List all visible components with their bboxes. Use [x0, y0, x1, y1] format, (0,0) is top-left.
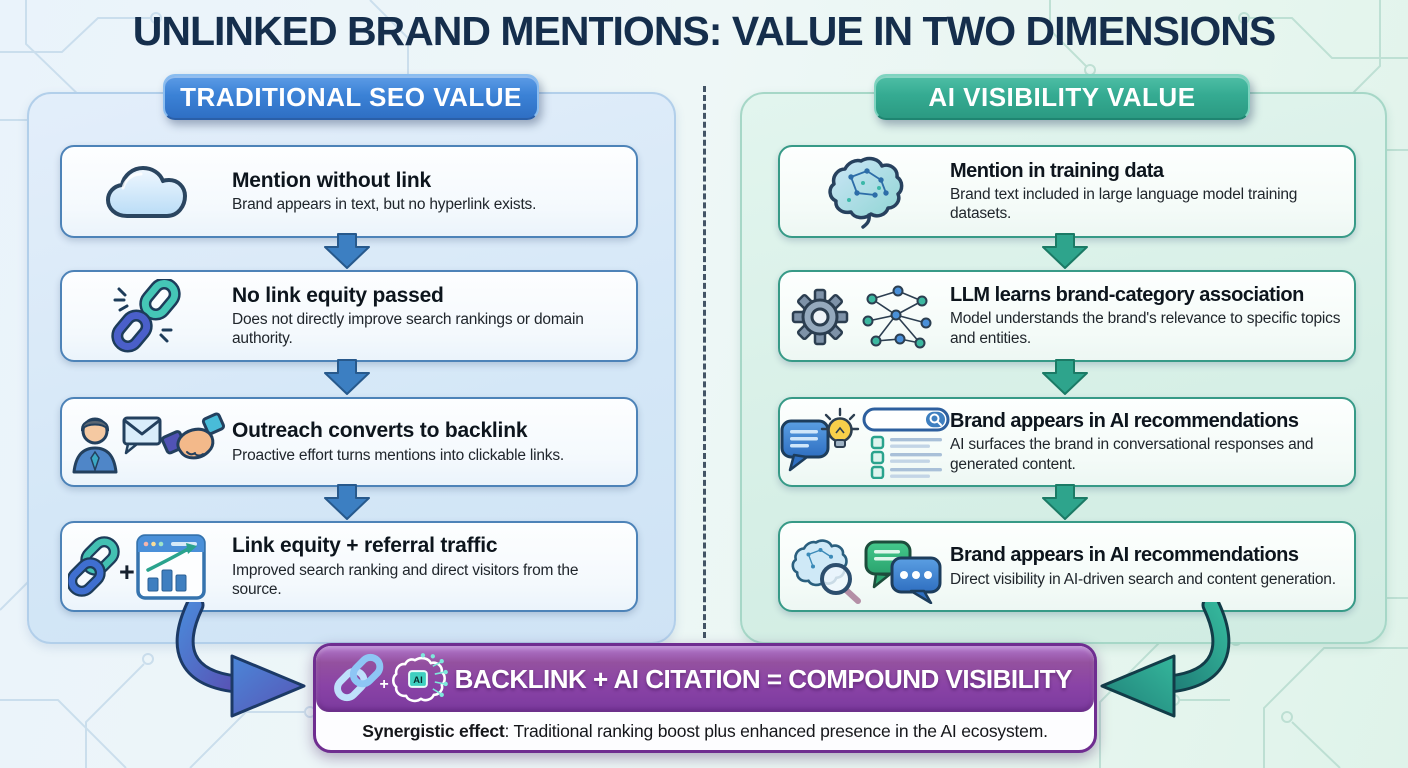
traditional-seo-panel: Mention without link Brand appears in te…	[27, 92, 676, 644]
curved-arrow-left-icon	[175, 602, 306, 718]
card-desc: Model understands the brand's relevance …	[950, 310, 1341, 347]
broken-link-icon	[111, 279, 181, 353]
card-desc: Proactive effort turns mentions into cli…	[232, 446, 564, 464]
card-outreach-backlink: Outreach converts to backlink Proactive …	[60, 397, 638, 487]
compound-visibility-banner: + AI BACKLINK + AI CITATION = COMPOUND V…	[313, 643, 1097, 753]
backlink-ai-brain-icon: + AI	[334, 653, 448, 703]
card-mention-without-link: Mention without link Brand appears in te…	[60, 145, 638, 238]
banner-subtitle-label: Synergistic effect	[362, 720, 505, 741]
card-desc: Direct visibility in AI-driven search an…	[950, 570, 1336, 588]
down-arrow-icon	[1042, 233, 1088, 269]
link-plus-chart-icons: +	[68, 533, 206, 600]
card-link-equity-traffic: + Link equity + referral traffic Improve…	[60, 521, 638, 612]
person-email-handshake-icons	[72, 412, 226, 474]
card-title: Mention without link	[232, 168, 431, 192]
card-mention-training-data: Mention in training data Brand text incl…	[778, 145, 1356, 238]
plus-glyph: +	[379, 676, 388, 693]
down-arrow-icon	[324, 359, 370, 395]
curved-arrow-right-icon	[1100, 602, 1231, 718]
card-title: LLM learns brand-category association	[950, 284, 1304, 307]
card-title: No link equity passed	[232, 283, 444, 307]
left-column-header: TRADITIONAL SEO VALUE	[163, 74, 539, 120]
down-arrow-icon	[324, 233, 370, 269]
card-desc: Does not directly improve search ranking…	[232, 311, 584, 348]
brain-magnifier-chat-icons	[791, 538, 942, 604]
card-title: Link equity + referral traffic	[232, 534, 498, 558]
right-column-header: AI VISIBILITY VALUE	[874, 74, 1250, 120]
banner-subtitle: Synergistic effect: Traditional ranking …	[316, 712, 1094, 750]
card-title: Outreach converts to backlink	[232, 419, 528, 443]
card-desc: Brand text included in large language mo…	[950, 185, 1298, 223]
banner-subtitle-text: : Traditional ranking boost plus enhance…	[504, 720, 1048, 741]
ai-chip-label: AI	[413, 675, 422, 685]
banner-title: BACKLINK + AI CITATION = COMPOUND VISIBI…	[454, 663, 1073, 694]
cloud-icon	[106, 165, 187, 218]
card-ai-recommendations-direct: Brand appears in AI recommendations Dire…	[778, 521, 1356, 612]
card-title: Brand appears in AI recommendations	[950, 410, 1299, 433]
card-title: Brand appears in AI recommendations	[950, 544, 1299, 567]
plus-glyph: +	[119, 557, 135, 587]
column-divider-line	[703, 86, 706, 638]
down-arrow-icon	[1042, 359, 1088, 395]
card-title: Mention in training data	[950, 159, 1164, 182]
card-desc: Improved search ranking and direct visit…	[232, 561, 579, 598]
card-desc: Brand appears in text, but no hyperlink …	[232, 196, 537, 214]
ai-visibility-panel: Mention in training data Brand text incl…	[740, 92, 1387, 644]
brain-circuit-icon	[828, 156, 904, 229]
card-llm-association: LLM learns brand-category association Mo…	[778, 270, 1356, 362]
page-title: UNLINKED BRAND MENTIONS: VALUE IN TWO DI…	[132, 8, 1277, 54]
gear-network-icons	[791, 285, 932, 349]
chat-bulb-search-icons	[780, 407, 950, 479]
card-desc: AI surfaces the brand in conversational …	[950, 436, 1314, 473]
card-ai-recommendations-conversational: Brand appears in AI recommendations AI s…	[778, 397, 1356, 487]
down-arrow-icon	[324, 484, 370, 520]
card-no-link-equity: No link equity passed Does not directly …	[60, 270, 638, 362]
down-arrow-icon	[1042, 484, 1088, 520]
